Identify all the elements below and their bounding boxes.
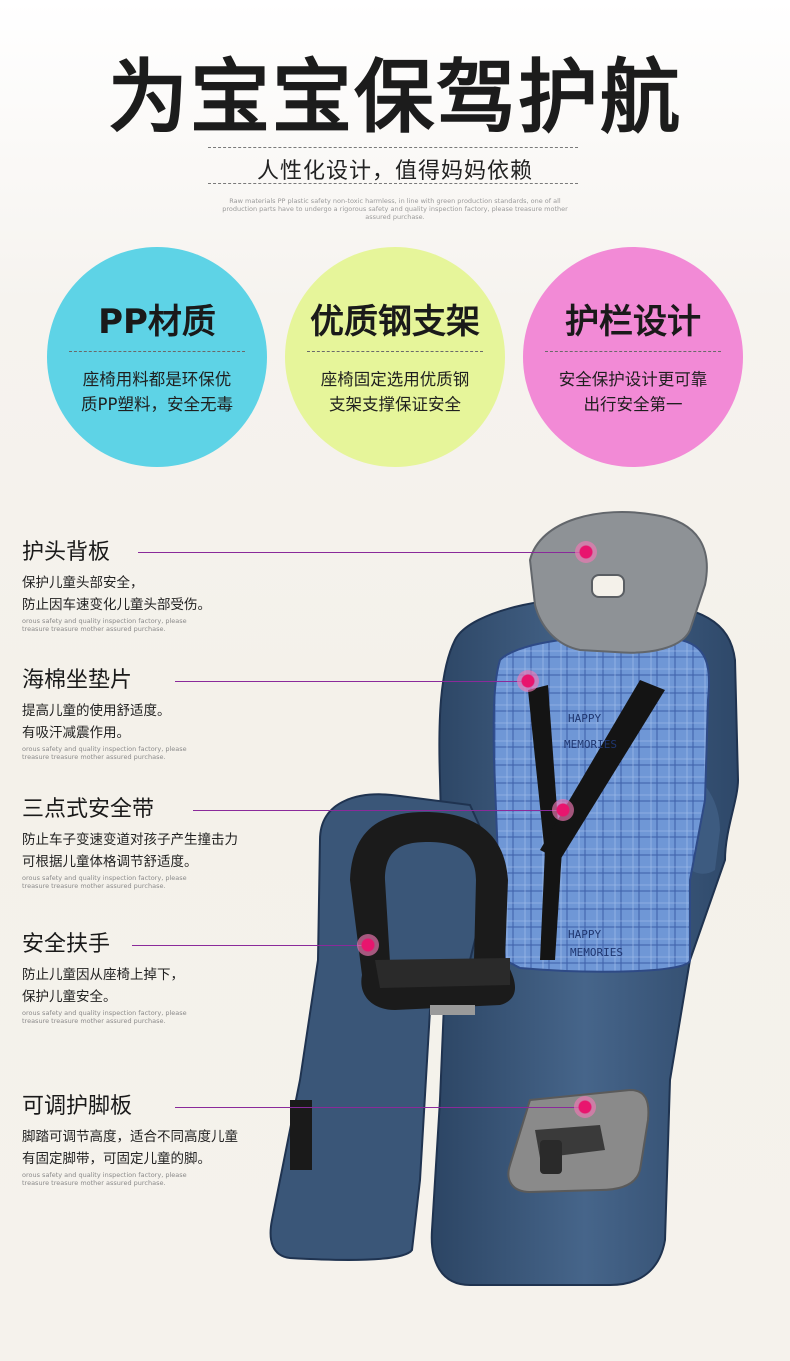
pointer-line-headrest [138, 552, 588, 553]
feature-title: 可调护脚板 [22, 1094, 133, 1119]
feature-title: 安全扶手 [22, 932, 111, 957]
title-divider-top [208, 147, 578, 148]
feature-desc-line: 脚踏可调节高度，适合不同高度儿童 [22, 1129, 238, 1145]
armrest-bracket [430, 1005, 475, 1015]
hotspot-dot-cushion [517, 670, 539, 692]
feature-desc-line: 可根据儿童体格调节舒适度。 [22, 854, 198, 870]
feature-fine-print: orous safety and quality inspection fact… [22, 617, 187, 633]
feature-footrest: 可调护脚板 脚踏可调节高度，适合不同高度儿童 有固定脚带，可固定儿童的脚。 or… [22, 1094, 238, 1187]
circle-title: 护栏设计 [565, 302, 701, 342]
feature-fine-print: orous safety and quality inspection fact… [22, 1171, 187, 1187]
circle-desc-line: 出行安全第一 [583, 395, 683, 414]
circle-guardrail-design: 护栏设计 安全保护设计更可靠 出行安全第一 [523, 247, 743, 467]
feature-fine-print: orous safety and quality inspection fact… [22, 874, 187, 890]
feature-desc: 保护儿童头部安全， 防止因车速变化儿童头部受伤。 [22, 572, 211, 616]
circle-divider [69, 351, 245, 352]
feature-title: 海棉坐垫片 [22, 668, 133, 693]
circle-desc: 座椅用料都是环保优 质PP塑料，安全无毒 [67, 367, 247, 417]
feature-title: 三点式安全带 [22, 797, 155, 822]
circle-desc: 座椅固定选用优质钢 支架支撑保证安全 [305, 367, 485, 417]
circle-desc-line: 安全保护设计更可靠 [558, 370, 708, 389]
feature-title: 护头背板 [22, 540, 111, 565]
title-divider-bottom [208, 183, 578, 184]
cushion-print-4: MEMORIES [570, 946, 623, 959]
feature-desc: 脚踏可调节高度，适合不同高度儿童 有固定脚带，可固定儿童的脚。 [22, 1126, 238, 1170]
seat-left-side [269, 793, 497, 1261]
header-fine-print: Raw materials PP plastic safety non-toxi… [222, 197, 568, 221]
feature-desc-line: 保护儿童安全。 [22, 989, 117, 1005]
pointer-line-armrest [132, 945, 368, 946]
pointer-line-cushion [175, 681, 528, 682]
circle-pp-material: PP材质 座椅用料都是环保优 质PP塑料，安全无毒 [47, 247, 267, 467]
pointer-line-harness [193, 810, 563, 811]
feature-desc: 防止车子变速变道对孩子产生撞击力 可根据儿童体格调节舒适度。 [22, 829, 238, 873]
feature-harness: 三点式安全带 防止车子变速变道对孩子产生撞击力 可根据儿童体格调节舒适度。 or… [22, 797, 238, 890]
hotspot-dot-headrest [575, 541, 597, 563]
feature-desc-line: 防止儿童因从座椅上掉下， [22, 967, 184, 983]
feature-fine-print: orous safety and quality inspection fact… [22, 1009, 187, 1025]
cushion-print-3: HAPPY [568, 928, 601, 941]
feature-desc-line: 保护儿童头部安全， [22, 575, 144, 591]
circle-desc-line: 质PP塑料，安全无毒 [81, 395, 233, 414]
foot-strap-buckle [540, 1140, 562, 1174]
cushion-print-1: HAPPY [568, 712, 601, 725]
feature-fine-print: orous safety and quality inspection fact… [22, 745, 187, 761]
circle-desc-line: 座椅用料都是环保优 [82, 370, 232, 389]
feature-desc-line: 防止因车速变化儿童头部受伤。 [22, 597, 211, 613]
feature-desc-line: 防止车子变速变道对孩子产生撞击力 [22, 832, 238, 848]
page-subtitle: 人性化设计，值得妈妈依赖 [256, 159, 533, 184]
feature-desc-line: 有固定脚带，可固定儿童的脚。 [22, 1151, 211, 1167]
page-title: 为宝宝保驾护航 [108, 51, 682, 144]
feature-armrest: 安全扶手 防止儿童因从座椅上掉下， 保护儿童安全。 orous safety a… [22, 932, 192, 1025]
feature-desc-line: 有吸汗减震作用。 [22, 725, 130, 741]
feature-desc: 提高儿童的使用舒适度。 有吸汗减震作用。 [22, 700, 192, 744]
harness-strap-lower [540, 850, 562, 960]
feature-cushion: 海棉坐垫片 提高儿童的使用舒适度。 有吸汗减震作用。 orous safety … [22, 668, 192, 761]
pointer-line-footrest [175, 1107, 585, 1108]
circle-title: PP材质 [98, 302, 216, 342]
circle-steel-frame: 优质钢支架 座椅固定选用优质钢 支架支撑保证安全 [285, 247, 505, 467]
headrest-slot [591, 574, 625, 598]
hotspot-dot-harness [552, 799, 574, 821]
circle-title: 优质钢支架 [310, 302, 480, 342]
lower-strap [290, 1100, 312, 1170]
hotspot-dot-armrest [357, 934, 379, 956]
feature-desc: 防止儿童因从座椅上掉下， 保护儿童安全。 [22, 964, 192, 1008]
feature-desc-line: 提高儿童的使用舒适度。 [22, 703, 171, 719]
circle-divider [545, 351, 721, 352]
circle-desc-line: 座椅固定选用优质钢 [320, 370, 470, 389]
circle-desc: 安全保护设计更可靠 出行安全第一 [543, 367, 723, 417]
armrest-base [375, 958, 510, 988]
hotspot-dot-footrest [574, 1096, 596, 1118]
circle-divider [307, 351, 483, 352]
feature-headrest: 护头背板 保护儿童头部安全， 防止因车速变化儿童头部受伤。 orous safe… [22, 540, 211, 633]
cushion-print-2: MEMORIES [564, 738, 617, 751]
circle-desc-line: 支架支撑保证安全 [329, 395, 461, 414]
